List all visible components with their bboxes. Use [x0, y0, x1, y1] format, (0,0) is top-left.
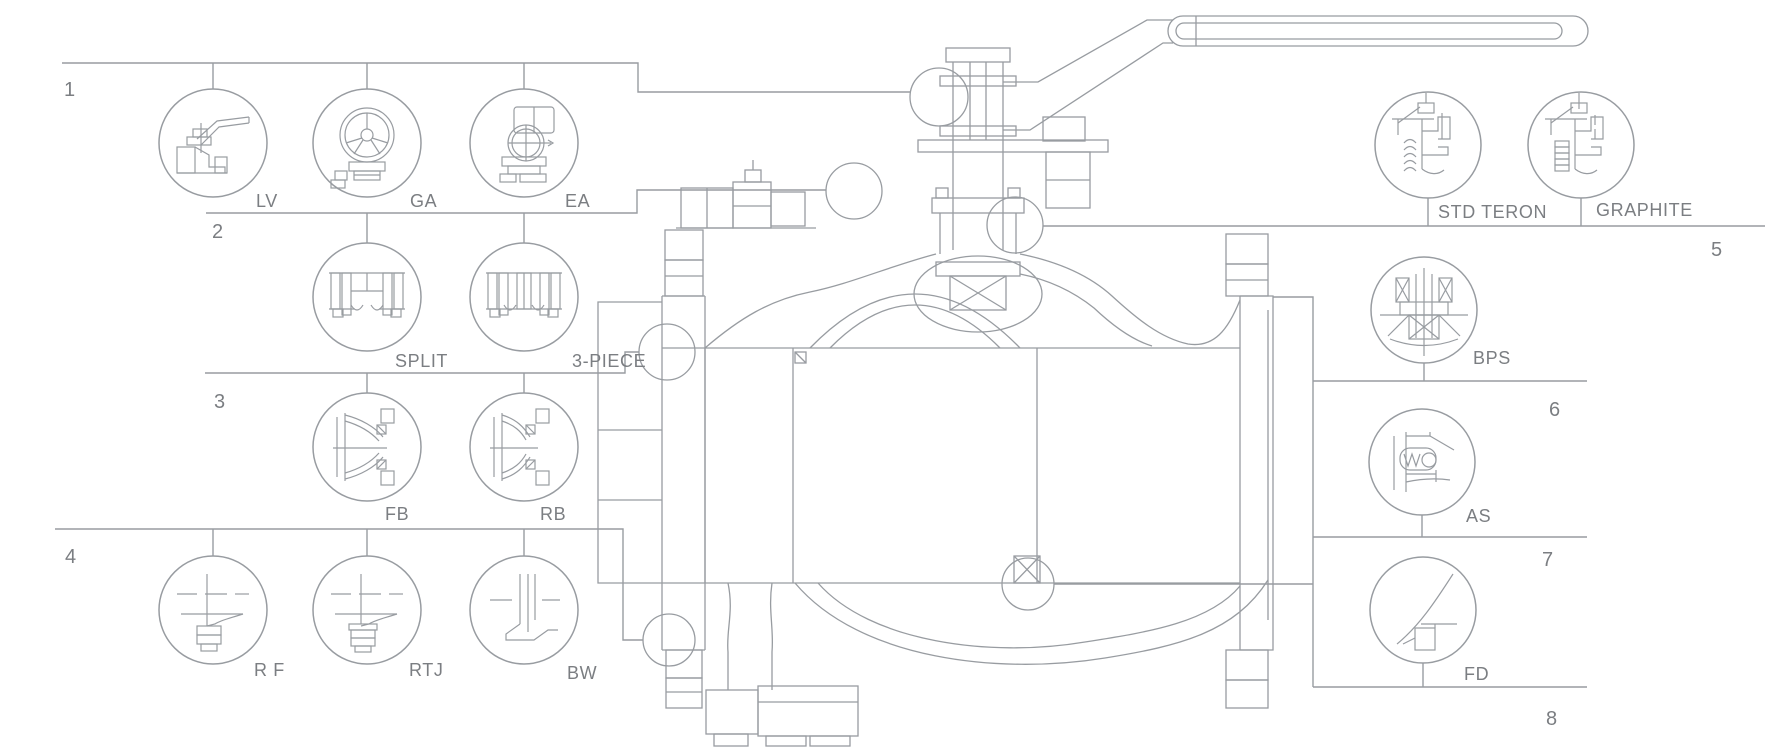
valve-seats	[794, 351, 1041, 584]
group-number-4: 4	[65, 546, 77, 568]
option-circle-as	[1368, 408, 1476, 516]
option-circle-ea	[469, 88, 579, 198]
group-number-2: 2	[212, 221, 224, 243]
valve-stem	[917, 47, 1109, 250]
valve-stuffing-box	[913, 255, 1043, 333]
option-label-graphite: GRAPHITE	[1596, 200, 1693, 220]
group-number-8: 8	[1546, 708, 1558, 730]
option-detail-circles	[158, 88, 1635, 665]
group-number-5: 5	[1711, 239, 1723, 261]
option-label-as: AS	[1466, 506, 1492, 526]
callout-circle-operator	[909, 67, 969, 127]
valve-vent-fitting	[676, 160, 816, 229]
connector-lines	[55, 62, 1765, 688]
valve-right-flange	[1225, 233, 1274, 709]
valve-left-end-cap	[597, 295, 706, 651]
option-label-fd: FD	[1464, 664, 1490, 684]
group-number-3: 3	[214, 391, 226, 413]
callout-circle-end-connection	[642, 613, 696, 667]
callout-circle-bore	[638, 323, 696, 381]
group-number-7: 7	[1542, 549, 1554, 571]
option-circle-bw	[469, 555, 579, 665]
right-trunk-line	[1273, 296, 1314, 687]
valve-ball	[794, 293, 1269, 665]
valve-left-flange-studs	[664, 229, 704, 709]
option-label-rb: RB	[540, 504, 567, 524]
option-label-fb: FB	[385, 504, 410, 524]
group-number-6: 6	[1549, 399, 1561, 421]
option-circle-rb	[469, 392, 579, 502]
option-circle-3-piece	[469, 242, 579, 352]
valve-handle-bracket	[1042, 116, 1091, 209]
option-label-std-teron: STD TERON	[1438, 202, 1548, 222]
option-label-rtj: RTJ	[409, 660, 444, 680]
option-label-bps: BPS	[1473, 348, 1511, 368]
valve-handle	[1003, 15, 1589, 131]
ball-valve-drawing	[597, 15, 1589, 747]
callout-circle-seat	[1001, 557, 1055, 611]
option-circle-fd	[1369, 556, 1477, 664]
callout-circle-body-style	[825, 162, 883, 220]
option-label-3-piece: 3-PIECE	[572, 351, 647, 371]
group-4-leader-line	[55, 528, 643, 641]
option-circle-ga	[312, 88, 422, 198]
option-circle-std-teron	[1374, 91, 1482, 199]
valve-bonnet	[704, 213, 1241, 349]
group-1-leader-line	[62, 62, 910, 93]
option-circle-graphite	[1527, 91, 1635, 199]
option-label-ga: GA	[410, 191, 438, 211]
group-2-leader-line	[206, 189, 826, 214]
callout-circles	[638, 67, 1055, 667]
group-number-1: 1	[64, 79, 76, 101]
option-circle-rtj	[312, 555, 422, 665]
option-circle-rf	[158, 555, 268, 665]
option-label-ea: EA	[565, 191, 591, 211]
option-circle-fb	[312, 392, 422, 502]
option-label-split: SPLIT	[395, 351, 449, 371]
option-circle-bps	[1370, 256, 1478, 364]
valve-body	[662, 296, 1241, 650]
option-label-bw: BW	[567, 663, 598, 683]
group-3-leader-line	[205, 351, 639, 374]
callout-circle-packing	[986, 196, 1044, 254]
option-label-lv: LV	[256, 191, 278, 211]
valve-drain	[705, 582, 859, 747]
option-circle-split	[312, 242, 422, 352]
option-label-rf: R F	[254, 660, 285, 680]
option-circle-lv	[158, 88, 268, 198]
